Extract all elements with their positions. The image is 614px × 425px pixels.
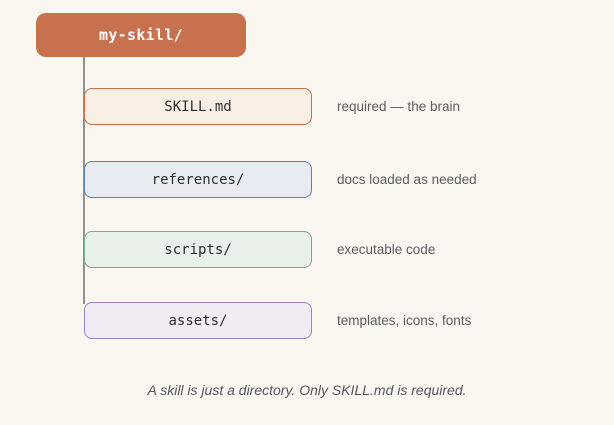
node-references: references/ (84, 161, 312, 198)
node-assets: assets/ (84, 302, 312, 339)
node-skill-md: SKILL.md (84, 88, 312, 125)
root-folder-node: my-skill/ (36, 13, 246, 57)
node-scripts: scripts/ (84, 231, 312, 268)
diagram-caption: A skill is just a directory. Only SKILL.… (147, 382, 467, 398)
node-annotation-scripts: executable code (337, 242, 436, 257)
node-annotation-skill-md: required — the brain (337, 99, 461, 114)
node-annotation-assets: templates, icons, fonts (337, 313, 472, 328)
node-annotation-references: docs loaded as needed (337, 172, 477, 187)
